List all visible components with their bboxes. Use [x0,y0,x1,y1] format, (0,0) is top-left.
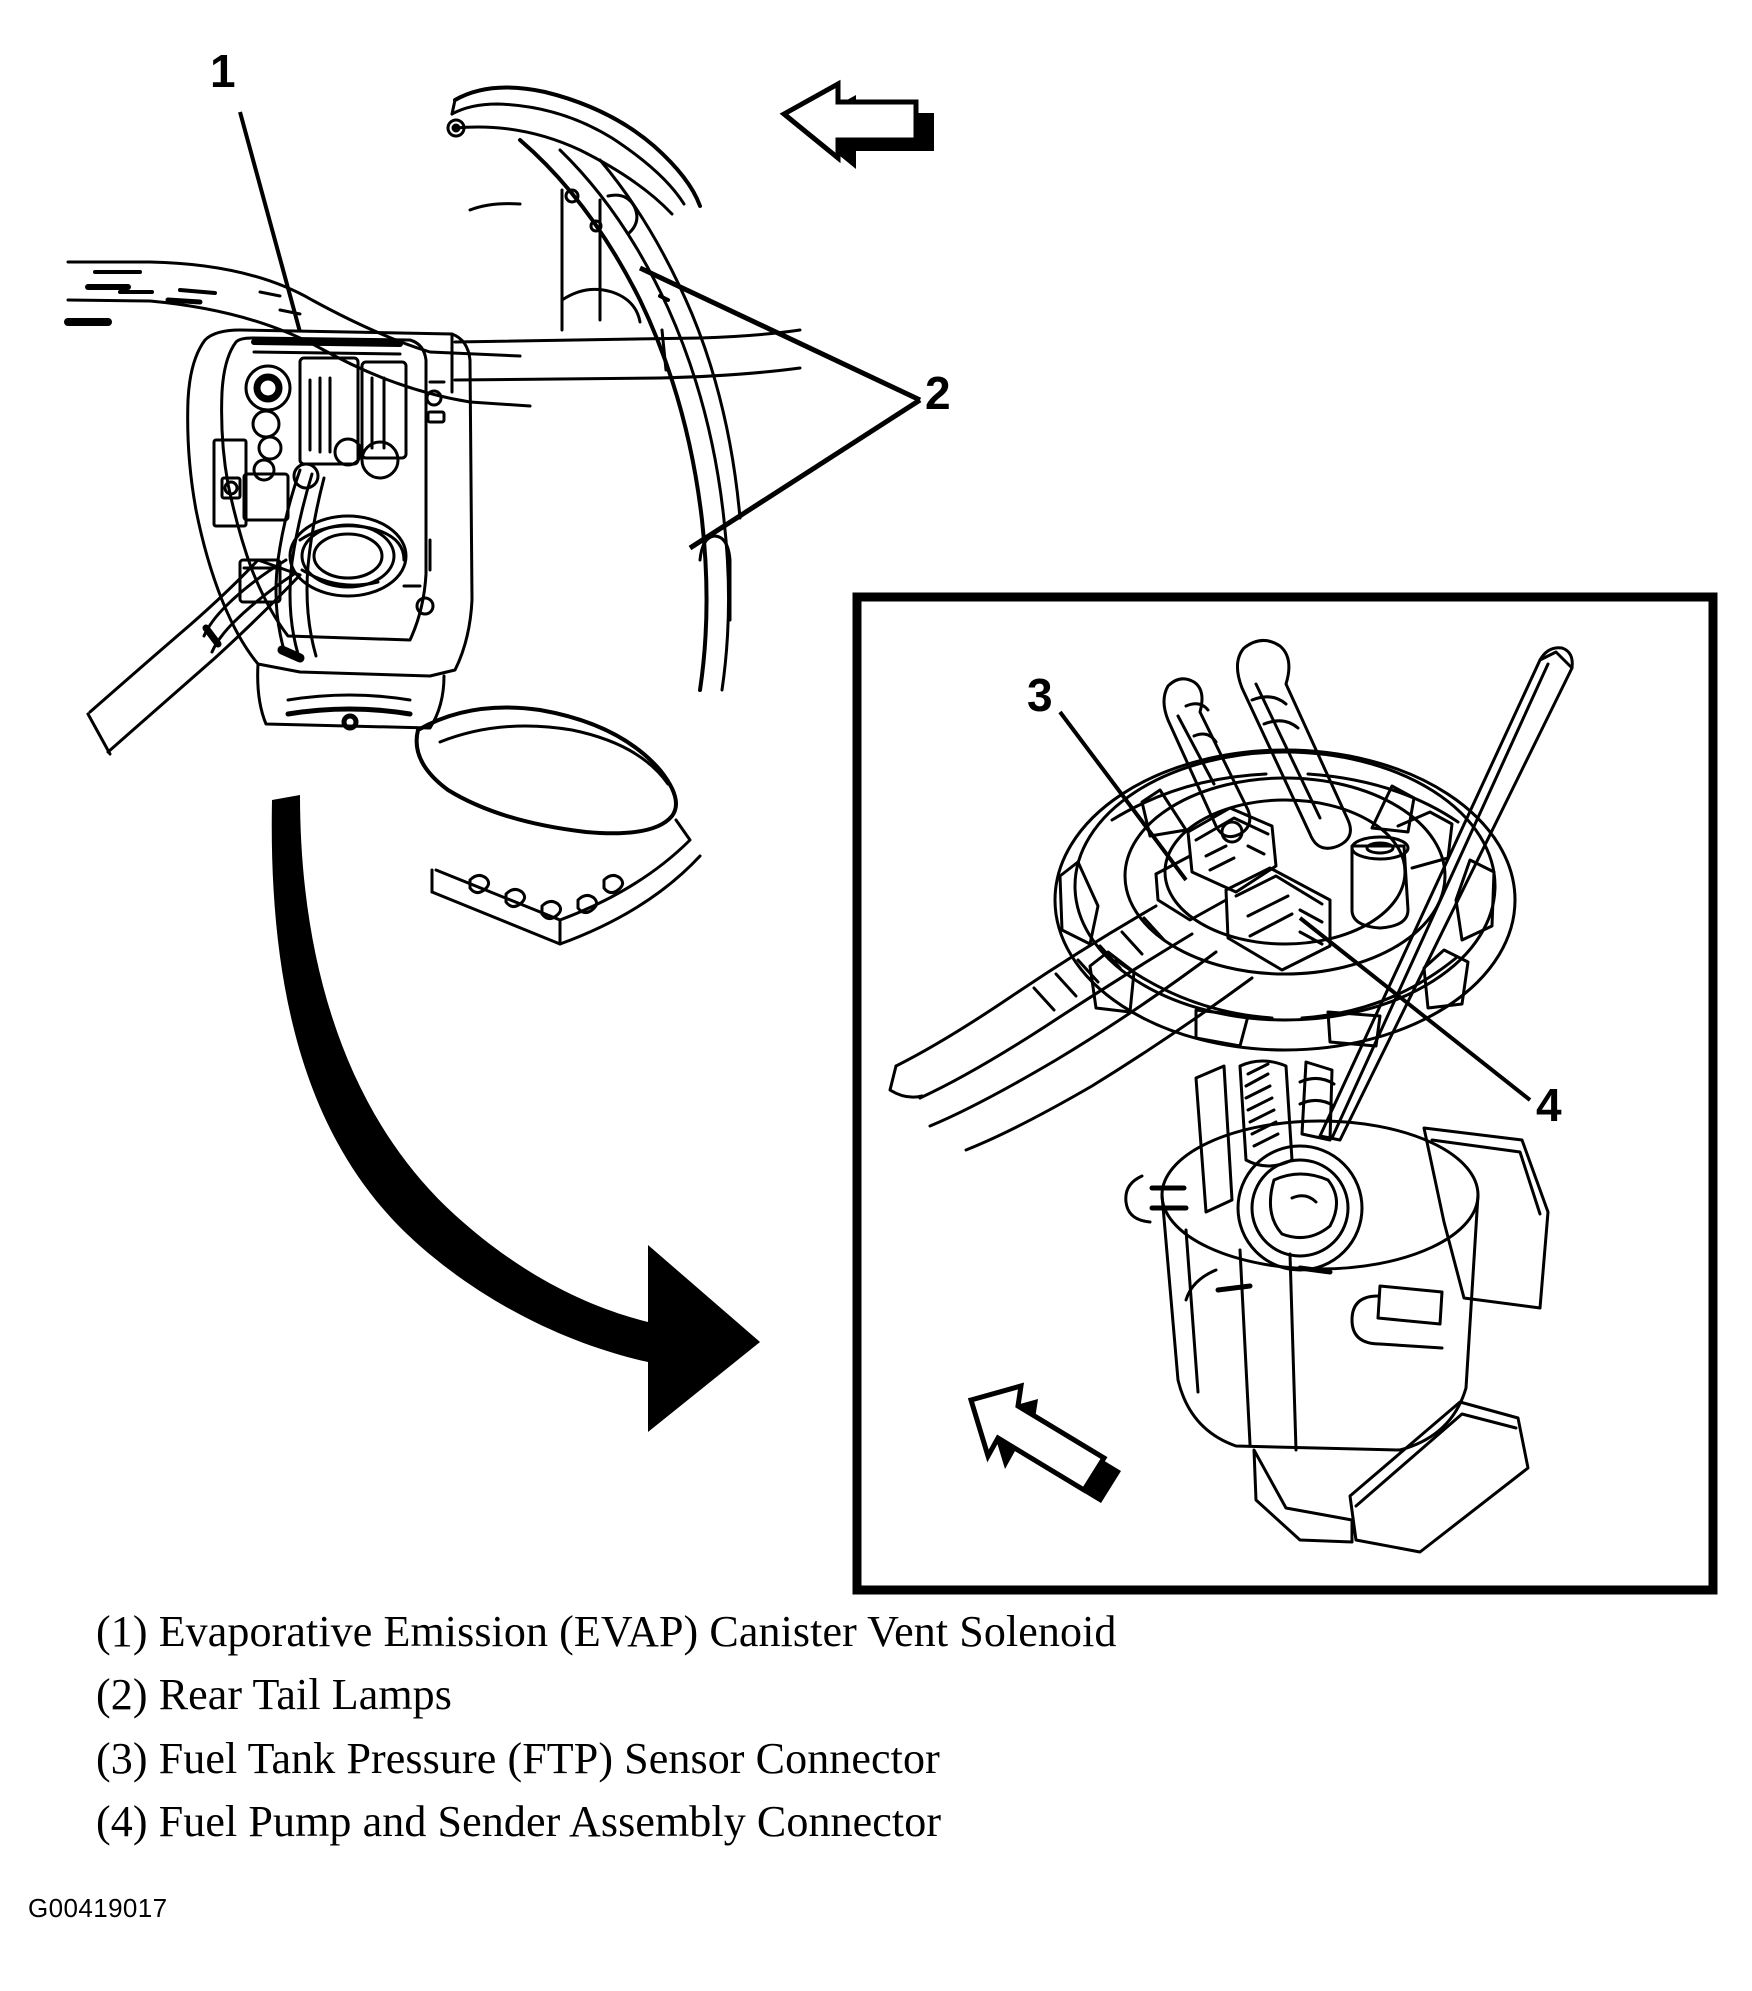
detail-link-arrow-icon [271,795,760,1432]
legend-item-4: (4) Fuel Pump and Sender Assembly Connec… [96,1797,942,1847]
main-direction-arrow-icon [779,79,934,169]
technical-illustration: 1 2 3 4 [64,45,1718,1595]
legend-item-1: (1) Evaporative Emission (EVAP) Canister… [96,1607,1117,1656]
vehicle-rear-line-art [64,79,1718,1595]
figure-legend: (1) Evaporative Emission (EVAP) Canister… [96,1600,1596,1853]
legend-item-2: (2) Rear Tail Lamps [96,1670,453,1720]
callout-number-2: 2 [925,367,951,419]
fuel-pump-sender-assembly-line-art [888,639,1574,1554]
callout-number-3: 3 [1027,669,1053,721]
callout-number-1: 1 [210,45,236,97]
legend-item-3: (3) Fuel Tank Pressure (FTP) Sensor Conn… [96,1733,940,1783]
callout-number-4: 4 [1536,1079,1562,1131]
inset-direction-arrow-icon [967,1382,1121,1503]
figure-image-id: G00419017 [28,1893,168,1923]
